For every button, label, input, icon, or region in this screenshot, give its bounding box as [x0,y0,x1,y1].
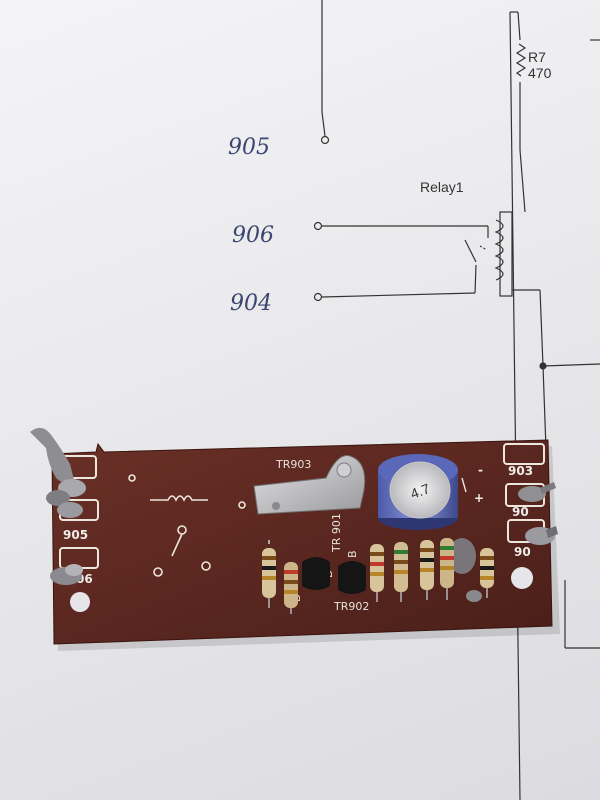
polarity-plus: + [474,491,484,505]
pad-label-90b: 90 [514,545,531,559]
handwritten-906: 906 [232,223,274,248]
relay-label: Relay1 [420,179,464,195]
right-wire-solder [448,482,558,602]
component-leads [268,588,488,614]
pad-label-90a: 90 [512,505,529,519]
handwritten-904: 904 [230,291,272,316]
resistors [262,538,494,608]
relay-coil [494,219,504,281]
schematic-drawing [313,0,600,800]
diode-mark [461,477,467,493]
label-b3: B [346,550,359,558]
resistor-value: 470 [528,65,552,81]
transistors [302,557,366,594]
label-tr903: TR903 [275,458,311,471]
terminal-906 [313,221,323,231]
mounting-hole-left [70,592,90,612]
electrolytic-capacitor: 4.7 [378,454,458,530]
pad-label-903: 903 [508,464,533,478]
capacitor-marking: 4.7 [408,480,432,502]
pad-label-905: 905 [63,528,88,542]
mounting-hole-right [511,567,533,589]
resistor-name: R7 [528,49,546,65]
terminal-905 [320,135,330,145]
polarity-minus: - [478,463,483,477]
label-tr902: TR902 [333,600,369,613]
resistor-r7 [515,43,527,77]
relay-core [499,211,513,297]
label-tr901: TR 901 [330,513,343,553]
handwritten-905: 905 [228,135,270,160]
left-wire-solder [30,427,86,585]
terminal-904 [313,292,323,302]
relay-footprint [128,474,246,577]
